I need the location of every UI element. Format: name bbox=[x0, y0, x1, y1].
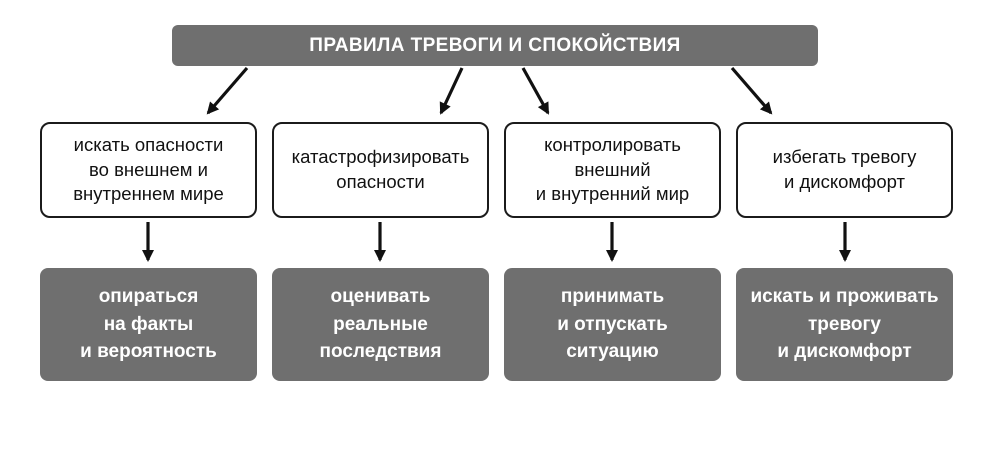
calm-box-2: оценивать реальные последствия bbox=[272, 268, 489, 381]
calm-box-4: искать и проживать тревогу и дискомфорт bbox=[736, 268, 953, 381]
arrow-title-to-rule-2 bbox=[439, 67, 464, 115]
arrow-title-to-rule-3 bbox=[521, 67, 550, 115]
rule-box-3: контролировать внешний и внутренний мир bbox=[504, 122, 721, 218]
arrow-title-to-rule-4 bbox=[730, 66, 773, 115]
rule-box-1: искать опасности во внешнем и внутреннем… bbox=[40, 122, 257, 218]
rule-box-2: катастрофизировать опасности bbox=[272, 122, 489, 218]
rule-box-4: избегать тревогу и дискомфорт bbox=[736, 122, 953, 218]
arrow-title-to-rule-1 bbox=[206, 66, 249, 115]
diagram-title: ПРАВИЛА ТРЕВОГИ И СПОКОЙСТВИЯ bbox=[172, 25, 818, 66]
calm-box-3: принимать и отпускать ситуацию bbox=[504, 268, 721, 381]
calm-box-1: опираться на факты и вероятность bbox=[40, 268, 257, 381]
